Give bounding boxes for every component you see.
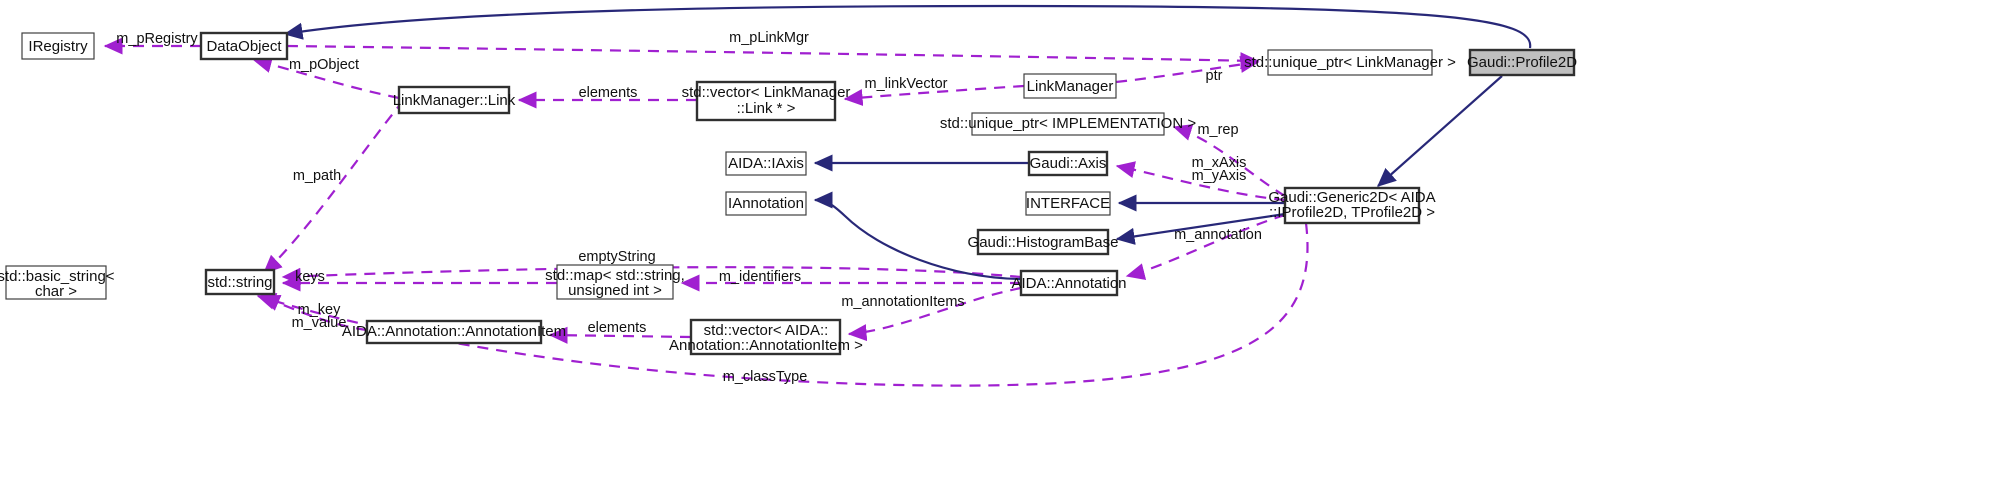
edge-elements-annitem[interactable] (548, 326, 692, 344)
edge-m_rep[interactable] (1172, 124, 1286, 197)
edge-m_linkVector[interactable] (843, 84, 1025, 107)
node-aida-annotation[interactable]: AIDA::Annotation (1011, 269, 1127, 297)
edge-label-m_classType: m_classType (723, 369, 808, 385)
node-iregistry[interactable]: IRegistry (21, 32, 95, 60)
edge-inherit-dataobject[interactable] (283, 4, 1532, 49)
edge-inherit-histogrambase[interactable] (1115, 212, 1286, 245)
edge-m_axes[interactable] (1115, 161, 1286, 202)
edge-m_annotationItems[interactable] (847, 286, 1022, 342)
edge-label-elements-link: elements (579, 85, 638, 101)
node-dataobject[interactable]: DataObject (199, 31, 289, 61)
node-iannotation[interactable]: IAnnotation (725, 191, 807, 216)
edge-inherit-iannotation[interactable] (813, 191, 1022, 281)
node-std-string[interactable]: std::string (204, 268, 276, 296)
edge-label-m_annotationItems: m_annotationItems (841, 294, 964, 310)
node-gaudi-profile2d[interactable]: Gaudi::Profile2D (1467, 48, 1577, 77)
node-vector-linkmanager-link-ptr[interactable]: std::vector< LinkManager ::Link * > (682, 80, 851, 122)
edge-label-m_linkVector: m_linkVector (864, 76, 947, 92)
node-interface[interactable]: INTERFACE (1025, 191, 1111, 216)
edge-label-elements-annitem: elements (588, 320, 647, 336)
edge-inherit-generic2d[interactable] (1377, 75, 1503, 187)
edge-label-m_pLinkMgr: m_pLinkMgr (729, 30, 809, 46)
edge-label-ptr: ptr (1206, 68, 1223, 84)
edge-label-m_pObject: m_pObject (289, 57, 359, 73)
edge-label-m_yAxis: m_yAxis (1192, 168, 1247, 184)
edge-m_pObject[interactable] (252, 56, 400, 100)
node-annotation-item[interactable]: AIDA::Annotation::AnnotationItem (342, 319, 566, 345)
edge-label-m_key: m_key (298, 302, 341, 318)
edge-m_path[interactable] (263, 99, 405, 274)
node-linkmanager[interactable]: LinkManager (1023, 73, 1117, 99)
edge-m_annotation[interactable] (1125, 213, 1286, 280)
edge-label-m_path: m_path (293, 168, 341, 184)
edge-label-m_rep: m_rep (1197, 122, 1238, 138)
node-unique-ptr-linkmanager[interactable]: std::unique_ptr< LinkManager > (1244, 49, 1456, 76)
edge-m_classType[interactable] (256, 222, 1309, 387)
node-unique-ptr-implementation[interactable]: std::unique_ptr< IMPLEMENTATION > (940, 112, 1196, 136)
node-vector-annotation-item[interactable]: std::vector< AIDA:: Annotation::Annotati… (669, 318, 863, 356)
edge-m_pLinkMgr[interactable] (286, 44, 1260, 70)
node-layer: IRegistry DataObject LinkManager::Link s… (0, 31, 1577, 356)
node-gaudi-generic2d[interactable]: Gaudi::Generic2D< AIDA ::IProfile2D, TPr… (1268, 186, 1436, 225)
node-gaudi-axis[interactable]: Gaudi::Axis (1027, 150, 1109, 177)
edge-emptyString[interactable] (281, 266, 1022, 285)
node-aida-iaxis[interactable]: AIDA::IAxis (725, 151, 807, 176)
node-linkmanager-link[interactable]: LinkManager::Link (393, 85, 516, 115)
node-gaudi-histogrambase[interactable]: Gaudi::HistogramBase (968, 228, 1119, 256)
node-std-map-string-uint[interactable]: std::map< std::string, unsigned int > (545, 264, 685, 300)
edge-layer (103, 4, 1532, 387)
edge-label-emptyString: emptyString (578, 249, 655, 265)
edge-ptr[interactable] (1115, 55, 1260, 84)
edge-label-m_pRegistry: m_pRegistry (116, 31, 198, 47)
node-std-basic-string[interactable]: std::basic_string< char > (0, 265, 115, 300)
